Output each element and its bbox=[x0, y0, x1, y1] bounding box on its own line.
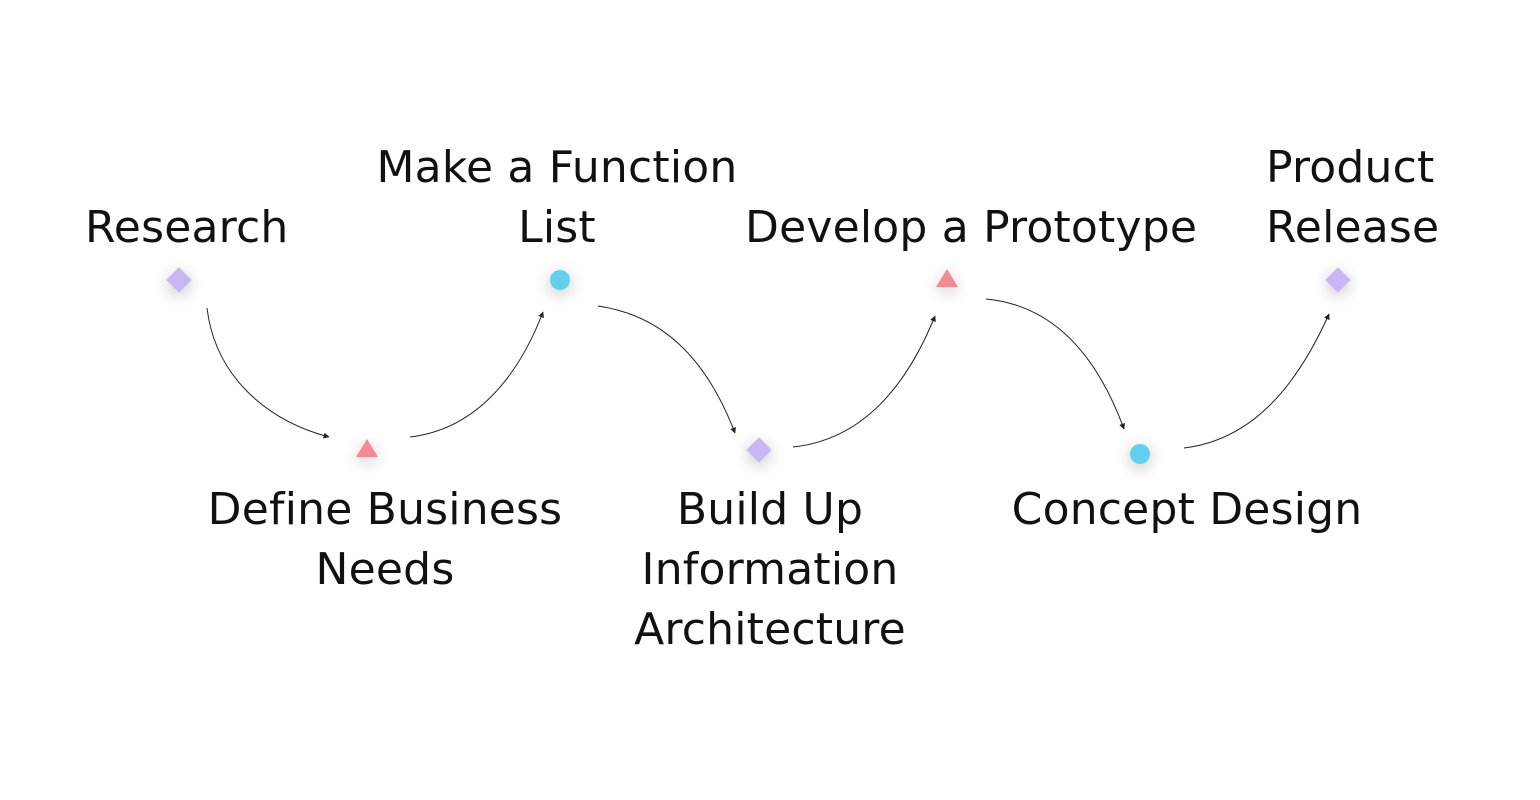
step-label-product-release: Product Release bbox=[1266, 142, 1440, 253]
circle-icon bbox=[1130, 444, 1150, 464]
connector-arrow bbox=[206, 307, 330, 439]
step-label-develop-prototype: Develop a Prototype bbox=[745, 202, 1198, 253]
step-label-research: Research bbox=[85, 202, 289, 253]
step-label-define-business-needs: Define Business Needs bbox=[207, 484, 563, 595]
connector-arrow bbox=[597, 305, 736, 434]
step-label-make-function-list: Make a Function List bbox=[376, 142, 738, 253]
connector-arrow bbox=[409, 311, 544, 438]
connector-arrow bbox=[792, 315, 936, 448]
diamond-icon bbox=[166, 267, 192, 293]
circle-icon bbox=[550, 270, 570, 290]
diamond-icon bbox=[1325, 267, 1351, 293]
diamond-icon bbox=[746, 437, 772, 463]
connector-arrow bbox=[985, 298, 1125, 430]
triangle-icon bbox=[936, 269, 958, 287]
triangle-icon bbox=[356, 439, 378, 457]
connector-arrow bbox=[1183, 313, 1330, 449]
step-label-build-up-information-architecture: Build Up Information Architecture bbox=[634, 484, 906, 655]
step-label-concept-design: Concept Design bbox=[1011, 484, 1363, 535]
